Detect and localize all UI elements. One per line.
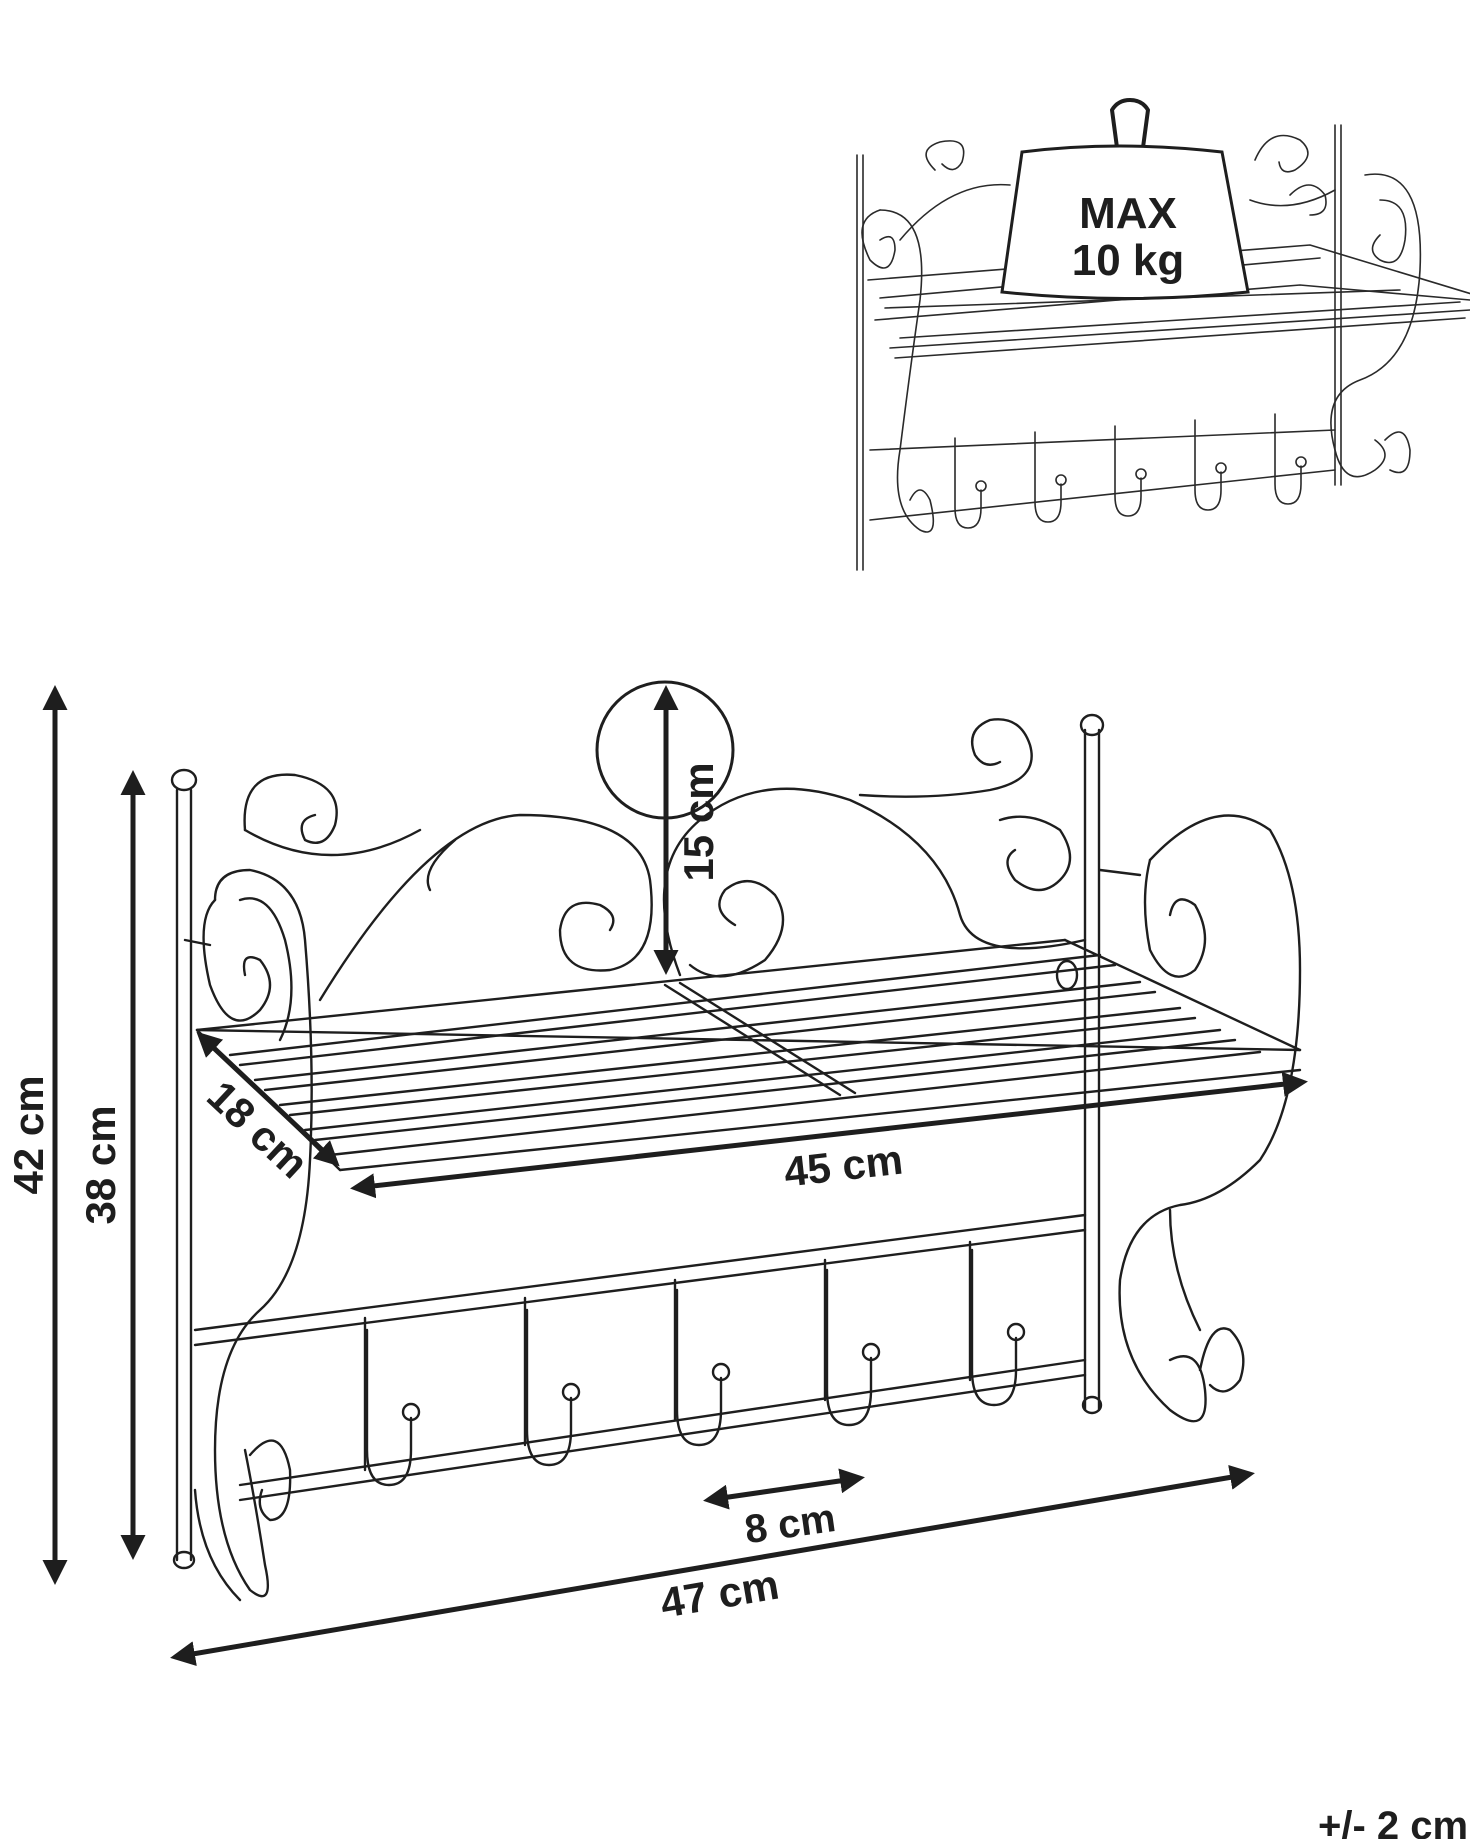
tolerance-note: +/- 2 cm xyxy=(1318,1804,1468,1839)
total-height-label: 42 cm xyxy=(5,1075,52,1194)
crest-height-label: 15 cm xyxy=(675,762,722,881)
hook-spacing-arrow xyxy=(703,1468,865,1510)
weight-value-label: 10 kg xyxy=(1072,236,1185,285)
thumbnail-rack: MAX 10 kg xyxy=(856,98,1470,571)
hook-spacing-label: 8 cm xyxy=(742,1496,838,1552)
frame-height-label: 38 cm xyxy=(77,1105,124,1224)
main-rack xyxy=(170,713,1302,1602)
shelf-width-arrow xyxy=(350,1071,1308,1199)
weight-icon xyxy=(1000,144,1250,300)
shelf-width-label: 45 cm xyxy=(782,1136,906,1196)
weight-max-label: MAX xyxy=(1079,189,1177,238)
total-width-arrow xyxy=(170,1465,1255,1666)
shelf-depth-arrow xyxy=(196,1031,340,1167)
